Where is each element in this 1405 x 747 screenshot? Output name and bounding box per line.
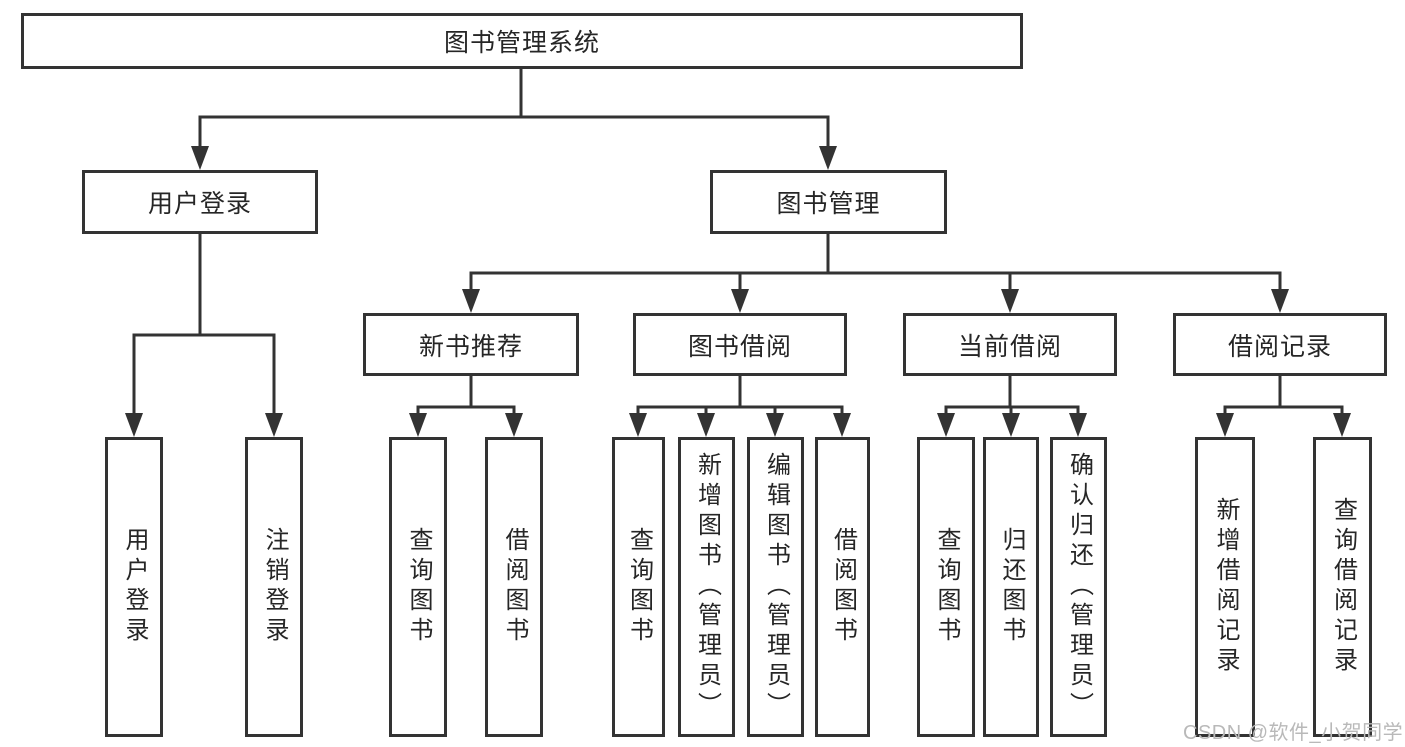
leaf-query-book-3: 查询图书 bbox=[917, 437, 975, 737]
node-book-borrowing: 图书借阅 bbox=[633, 313, 847, 376]
leaf-add-book-admin-label: 新增图书（管理员） bbox=[693, 452, 721, 722]
leaf-query-borrow-record-label: 查询借阅记录 bbox=[1329, 497, 1357, 677]
leaf-query-borrow-record: 查询借阅记录 bbox=[1313, 437, 1372, 737]
node-book-management: 图书管理 bbox=[710, 170, 947, 234]
node-current-borrowing-label: 当前借阅 bbox=[957, 332, 1062, 361]
node-new-book-recommend: 新书推荐 bbox=[363, 313, 579, 376]
leaf-query-book-2: 查询图书 bbox=[612, 437, 665, 737]
leaf-logout-label: 注销登录 bbox=[261, 527, 288, 647]
node-borrowing-records: 借阅记录 bbox=[1173, 313, 1387, 376]
csdn-watermark: CSDN @软件_小贺同学 bbox=[1183, 722, 1404, 744]
node-book-borrowing-label: 图书借阅 bbox=[687, 332, 792, 361]
leaf-edit-book-admin-label: 编辑图书（管理员） bbox=[762, 452, 790, 722]
leaf-add-borrow-record-label: 新增借阅记录 bbox=[1212, 497, 1239, 677]
node-book-management-label: 图书管理 bbox=[776, 190, 881, 218]
leaf-add-book-admin: 新增图书（管理员） bbox=[678, 437, 735, 737]
leaf-borrow-book-1-label: 借阅图书 bbox=[501, 527, 528, 647]
leaf-confirm-return-admin: 确认归还（管理员） bbox=[1050, 437, 1107, 737]
leaf-user-login: 用户登录 bbox=[105, 437, 163, 737]
node-new-book-recommend-label: 新书推荐 bbox=[418, 332, 523, 361]
leaf-borrow-book-2-label: 借阅图书 bbox=[829, 527, 857, 647]
leaf-query-book-1-label: 查询图书 bbox=[405, 527, 432, 647]
leaf-logout: 注销登录 bbox=[245, 437, 303, 737]
leaf-borrow-book-2: 借阅图书 bbox=[815, 437, 870, 737]
leaf-confirm-return-admin-label: 确认归还（管理员） bbox=[1065, 452, 1093, 722]
node-current-borrowing: 当前借阅 bbox=[903, 313, 1117, 376]
leaf-query-book-3-label: 查询图书 bbox=[933, 527, 960, 647]
leaf-query-book-1: 查询图书 bbox=[389, 437, 447, 737]
leaf-return-book-label: 归还图书 bbox=[998, 527, 1025, 647]
leaf-return-book: 归还图书 bbox=[983, 437, 1039, 737]
leaf-borrow-book-1: 借阅图书 bbox=[485, 437, 543, 737]
node-user-login: 用户登录 bbox=[82, 170, 318, 234]
node-user-login-label: 用户登录 bbox=[147, 190, 252, 218]
leaf-query-book-2-label: 查询图书 bbox=[625, 527, 653, 647]
node-library-system-label: 图书管理系统 bbox=[443, 29, 600, 57]
leaf-edit-book-admin: 编辑图书（管理员） bbox=[747, 437, 804, 737]
node-borrowing-records-label: 借阅记录 bbox=[1227, 332, 1332, 361]
leaf-user-login-label: 用户登录 bbox=[121, 527, 148, 647]
node-library-system: 图书管理系统 bbox=[21, 13, 1023, 69]
leaf-add-borrow-record: 新增借阅记录 bbox=[1195, 437, 1255, 737]
